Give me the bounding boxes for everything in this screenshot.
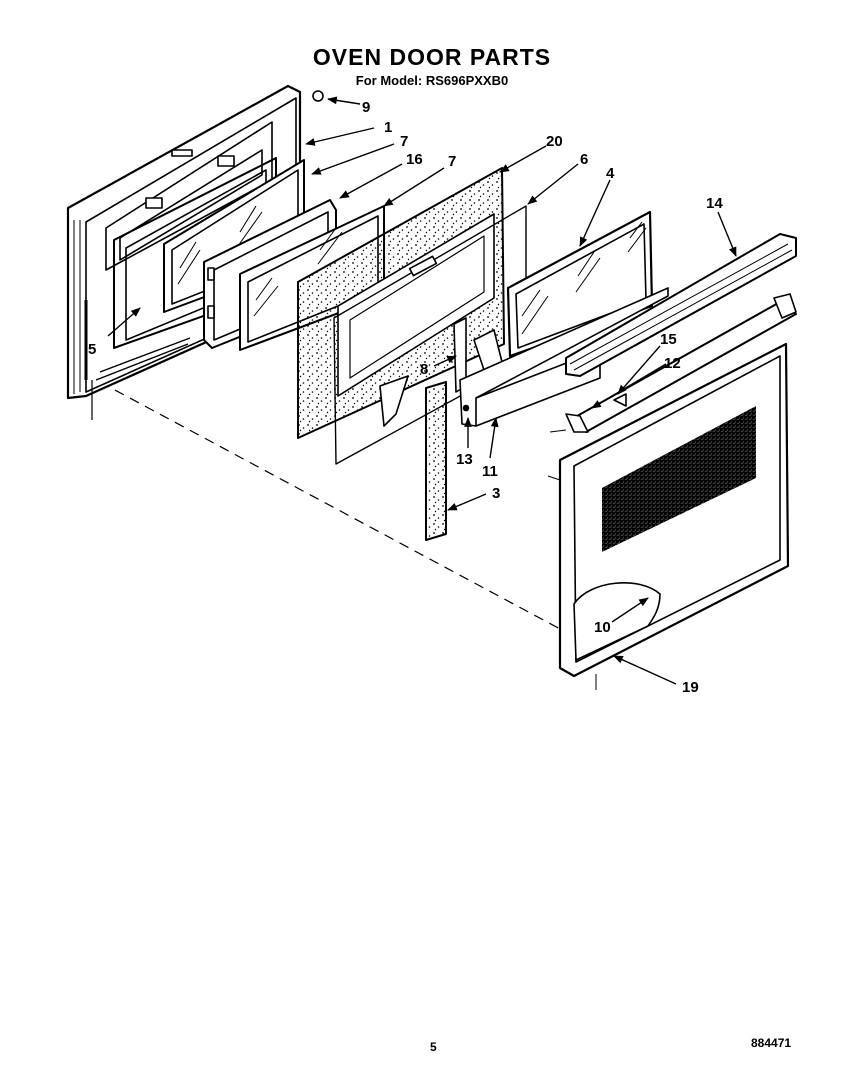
leader-lines bbox=[107, 96, 737, 685]
page-number: 5 bbox=[430, 1040, 437, 1054]
callout-4: 4 bbox=[606, 165, 615, 182]
assembly-dashed-line bbox=[99, 381, 563, 631]
callout-20: 20 bbox=[546, 133, 563, 150]
callout-15: 15 bbox=[660, 331, 677, 348]
front-door-panel-part-19 bbox=[547, 342, 790, 690]
callout-19: 19 bbox=[682, 679, 699, 696]
callout-3: 3 bbox=[492, 485, 500, 502]
model-subtitle: For Model: RS696PXXB0 bbox=[355, 73, 509, 88]
callout-labels: 9 1 7 16 7 20 6 4 14 5 15 12 8 13 11 3 1… bbox=[88, 99, 723, 696]
callout-6: 6 bbox=[580, 151, 588, 168]
outer-glass-part-4 bbox=[506, 210, 654, 358]
top-trim-part-14 bbox=[565, 233, 797, 377]
page-title: OVEN DOOR PARTS bbox=[312, 44, 552, 70]
side-strip-part-3 bbox=[425, 381, 447, 541]
callout-7b: 7 bbox=[448, 153, 456, 170]
callout-1: 1 bbox=[384, 119, 392, 136]
callout-13: 13 bbox=[456, 451, 473, 468]
handle-part-12 bbox=[565, 293, 797, 433]
insulation-pad-part-20 bbox=[297, 167, 505, 439]
callout-12: 12 bbox=[664, 355, 681, 372]
callout-9: 9 bbox=[362, 99, 370, 116]
callout-11: 11 bbox=[482, 463, 498, 480]
callout-8: 8 bbox=[420, 361, 428, 378]
callout-16: 16 bbox=[406, 151, 423, 168]
callout-7a: 7 bbox=[400, 133, 408, 150]
screw-part-9 bbox=[312, 90, 324, 102]
vent-mesh bbox=[602, 406, 756, 552]
document-code: 884471 bbox=[751, 1036, 792, 1050]
callout-10: 10 bbox=[594, 619, 611, 636]
callout-14: 14 bbox=[706, 195, 723, 212]
callout-5: 5 bbox=[88, 341, 96, 358]
